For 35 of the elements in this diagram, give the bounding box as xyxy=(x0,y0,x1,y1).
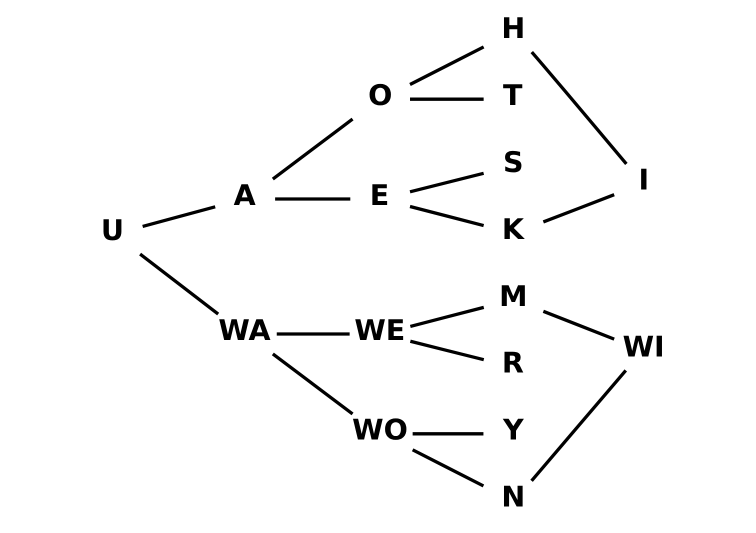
connector xyxy=(410,98,484,101)
connector xyxy=(138,252,219,316)
connector xyxy=(409,340,484,362)
connector xyxy=(409,204,484,228)
connector xyxy=(542,310,614,341)
node-text: N xyxy=(500,480,525,514)
node-text: WE xyxy=(354,314,405,347)
node-text: Y xyxy=(502,414,524,447)
node-text: I xyxy=(638,163,649,196)
node-text: E xyxy=(369,178,389,212)
connector xyxy=(411,448,484,488)
connector xyxy=(408,45,484,86)
node-text: M xyxy=(498,280,528,313)
connector xyxy=(530,51,628,165)
node-text: WA xyxy=(218,314,270,347)
connector xyxy=(271,118,354,180)
connector xyxy=(412,432,483,436)
connector xyxy=(409,172,484,194)
node-text: WI xyxy=(622,330,664,364)
node-text: K xyxy=(501,212,524,246)
connector xyxy=(274,197,350,201)
node-text: O xyxy=(368,79,392,112)
connector xyxy=(530,369,627,482)
node-text: H xyxy=(500,12,525,46)
node-text: S xyxy=(502,146,524,179)
node-text: R xyxy=(501,346,524,380)
node-text: A xyxy=(233,178,256,212)
connector xyxy=(142,205,216,228)
connector xyxy=(542,193,614,224)
connector xyxy=(276,332,350,336)
node-text: WO xyxy=(352,414,408,447)
connector xyxy=(271,352,354,416)
node-text: U xyxy=(100,214,124,247)
connector xyxy=(409,306,484,328)
node-text: T xyxy=(502,79,522,112)
